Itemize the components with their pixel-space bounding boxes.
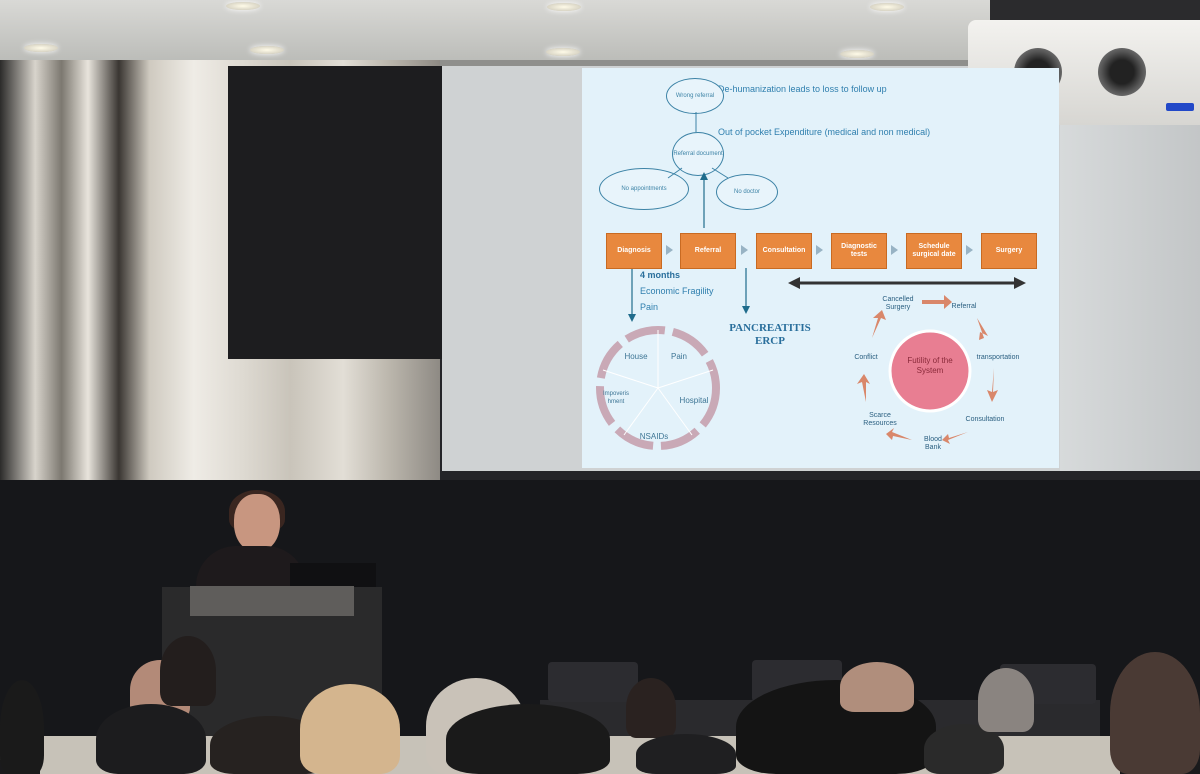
laptop xyxy=(290,563,376,589)
timeline-pain: Pain xyxy=(640,302,659,312)
chevron-right-icon xyxy=(966,245,973,255)
process-box-referral: Referral xyxy=(680,233,736,269)
pie-label-pain: Pain xyxy=(670,352,687,361)
ceiling-light xyxy=(870,3,904,11)
pancreatitis-label: PANCREATITIS ERCP xyxy=(720,322,820,348)
presenter-head xyxy=(234,494,280,552)
ceiling-light xyxy=(250,46,284,54)
process-box-consultation: Consultation xyxy=(756,233,812,269)
chair xyxy=(548,662,638,702)
pancreatitis-text: PANCREATITIS xyxy=(729,322,811,334)
process-box-diagnosis: Diagnosis xyxy=(606,233,662,269)
presentation-slide: De-humanization leads to loss to follow … xyxy=(582,68,1059,468)
slide-header-line1: De-humanization leads to loss to follow … xyxy=(718,84,887,94)
ceiling-edge xyxy=(0,60,1200,66)
timeline-economic: Economic Fragility xyxy=(640,286,714,296)
chevron-right-icon xyxy=(891,245,898,255)
process-box-surgery: Surgery xyxy=(981,233,1037,269)
chevron-right-icon xyxy=(666,245,673,255)
bubble-no-doctor: No doctor xyxy=(716,174,778,210)
ceiling-light xyxy=(226,2,260,10)
pie-label-house: House xyxy=(624,352,648,361)
cycle-item-cancelled-surgery: Cancelled Surgery xyxy=(882,296,914,311)
audience-member xyxy=(636,734,736,774)
cycle-item-blood-bank: Blood Bank xyxy=(924,436,942,451)
projector-indicator xyxy=(1166,103,1194,111)
audience-member xyxy=(0,680,44,774)
audience-member xyxy=(840,662,914,712)
ceiling-light xyxy=(840,50,874,58)
slide-header-line2: Out of pocket Expenditure (medical and n… xyxy=(718,127,931,137)
audience-member xyxy=(446,704,610,774)
cycle-center-label: Futility of the System xyxy=(907,356,953,375)
slide-connectors xyxy=(596,112,1026,450)
audience-member xyxy=(300,684,400,774)
audience-member xyxy=(1110,652,1200,774)
bubble-wrong-referral: Wrong referral xyxy=(666,78,724,114)
chevron-right-icon xyxy=(816,245,823,255)
pie-label-impoverishment: Impoveris hment xyxy=(602,391,629,405)
projection-screen-edge xyxy=(1060,66,1200,471)
process-box-schedule-surgical-date: Schedule surgical date xyxy=(906,233,962,269)
audience-member xyxy=(96,704,206,774)
ceiling-light xyxy=(547,3,581,11)
bubble-no-appointments: No appointments xyxy=(599,168,689,210)
process-box-diagnostic-tests: Diagnostic tests xyxy=(831,233,887,269)
chevron-right-icon xyxy=(741,245,748,255)
ceiling-light xyxy=(546,48,580,56)
pie-label-nsaids: NSAIDs xyxy=(639,432,669,441)
audience-member xyxy=(978,668,1034,732)
cycle-item-transportation: transportation xyxy=(976,354,1020,361)
cycle-item-referral: Referral xyxy=(951,303,977,310)
audience-member xyxy=(626,678,676,738)
ceiling-light xyxy=(24,44,58,52)
curtain-shadow xyxy=(228,66,443,359)
timeline-months: 4 months xyxy=(640,270,681,280)
audience-member xyxy=(924,724,1004,774)
pie-label-hospital: Hospital xyxy=(679,396,709,405)
cycle-item-conflict: Conflict xyxy=(854,354,878,361)
cycle-item-scarce-resources: Scarce Resources xyxy=(863,412,897,427)
cycle-item-consultation: Consultation xyxy=(965,416,1005,423)
projector-vent xyxy=(1098,48,1146,96)
podium-top xyxy=(190,586,354,616)
ercp-text: ERCP xyxy=(755,335,785,347)
audience-member xyxy=(160,636,216,706)
